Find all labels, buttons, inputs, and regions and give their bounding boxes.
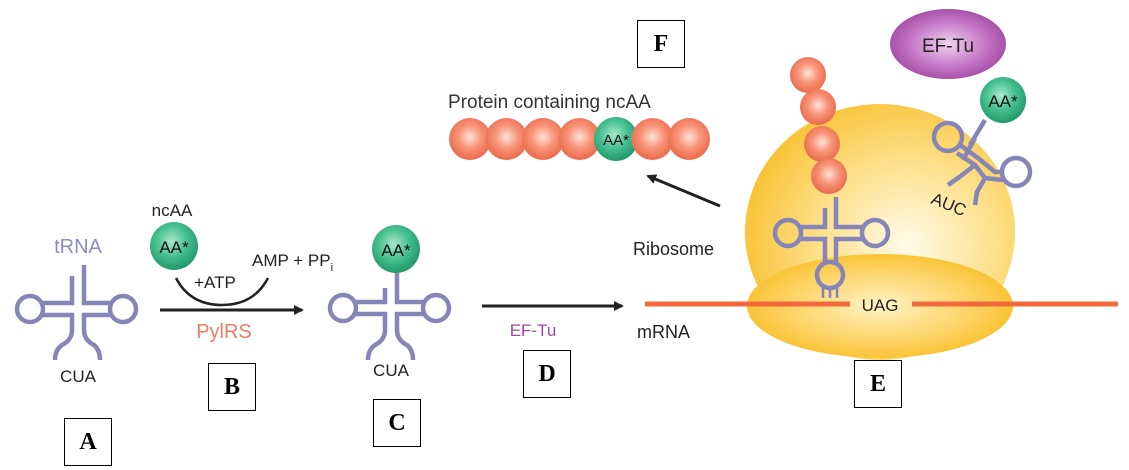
protein-residue [631,118,674,160]
ncaa-on-trna: AA* [372,225,420,273]
atp-label: +ATP [194,273,236,292]
svg-text:EF-Tu: EF-Tu [922,36,974,57]
trna-incoming [931,118,1033,206]
ncaa-incoming: AA* [980,77,1026,123]
protein-label: Protein containing ncAA [448,92,651,113]
mrna-label: mRNA [637,322,690,342]
protein-residue-ncaa-label: AA* [603,132,629,149]
protein-residue [522,118,564,160]
ncaa-label: ncAA [152,201,193,220]
protein-residue [485,118,528,160]
ribosome-small-subunit [747,254,1013,358]
amp-label: AMP + PPi [252,251,333,274]
trna-label: tRNA [54,236,102,258]
step-label-e: E [854,360,902,408]
trna-charged [327,273,452,361]
step-label-b: B [208,363,256,411]
ribosome-label: Ribosome [633,239,714,259]
eftu-arrow-label: EF-Tu [510,321,557,340]
codon-uag: UAG [862,296,899,315]
step-label-c: C [373,399,421,447]
anticodon-cua-charged: CUA [373,361,410,380]
arrow-release [646,174,721,208]
svg-text:AA*: AA* [988,92,1018,111]
protein-chain: AA* [449,117,710,161]
svg-text:AA*: AA* [381,241,411,260]
protein-residue [449,118,491,160]
ncaa-free: AA* [150,222,198,270]
eftu-bubble: EF-Tu [890,9,1006,79]
svg-text:AA*: AA* [159,238,189,257]
protein-residue [668,118,710,160]
pylrs-label: PylRS [196,321,252,343]
growing-peptide [790,57,847,194]
trna-uncharged [14,265,139,361]
atp-curve [174,277,270,307]
protein-residue-ncaa [594,117,638,161]
step-label-f: F [637,20,685,68]
protein-residue [558,118,601,160]
anticodon-cua-initial: CUA [60,367,97,386]
trna-p-site [772,197,891,298]
step-label-d: D [523,350,571,398]
step-label-a: A [64,418,112,466]
